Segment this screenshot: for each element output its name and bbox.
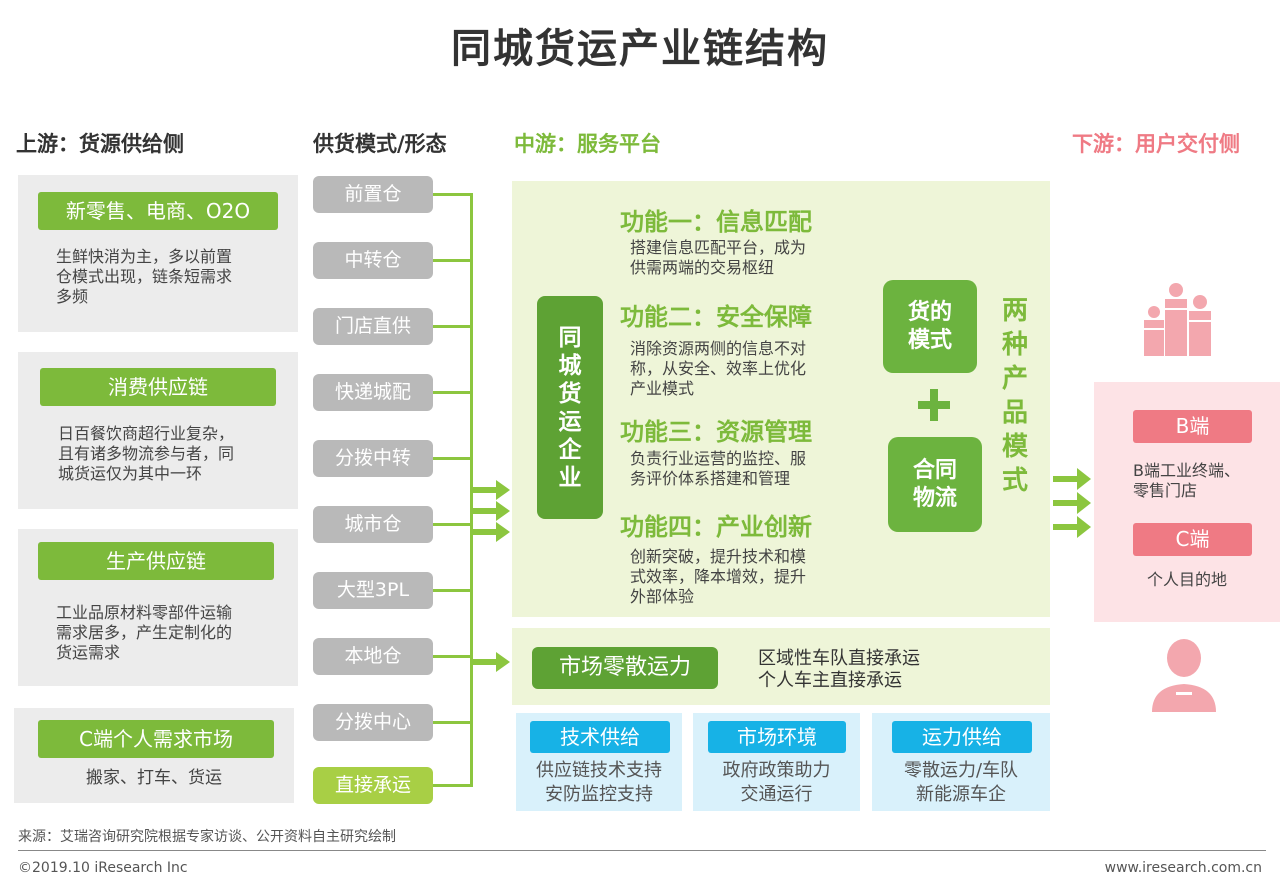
connector-vertical-line: [470, 193, 473, 787]
upstream-desc: 搬家、打车、货运: [86, 768, 222, 788]
support-box-tech: 技术供给 供应链技术支持安防监控支持: [516, 713, 682, 811]
support-box-capacity: 运力供给 零散运力/车队新能源车企: [872, 713, 1050, 811]
market-desc: 区域性车队直接承运个人车主直接承运: [758, 648, 920, 691]
midstream-header: 中游：服务平台: [514, 132, 661, 156]
market-capacity-label: 市场零散运力: [532, 647, 718, 689]
mode-item-direct: 直接承运: [313, 767, 433, 804]
upstream-label: 新零售、电商、O2O: [38, 192, 278, 230]
connector-line: [433, 589, 473, 592]
connector-line: [433, 391, 473, 394]
upstream-label: 消费供应链: [40, 368, 276, 406]
upstream-header: 上游：货源供给侧: [16, 132, 184, 156]
two-product-modes: 两种产品模式: [1001, 296, 1028, 496]
mode-item: 前置仓: [313, 176, 433, 213]
plus-icon: [918, 401, 950, 409]
connector-line: [433, 721, 473, 724]
mode-item: 大型3PL: [313, 572, 433, 609]
group-people-icon: [1144, 283, 1211, 356]
b-end-label: B端: [1133, 410, 1252, 443]
support-label: 市场环境: [708, 721, 846, 753]
function-desc: 搭建信息匹配平台，成为供需两端的交易枢纽: [630, 238, 807, 277]
connector-line: [433, 325, 473, 328]
function-desc: 负责行业运营的监控、服务评价体系搭建和管理: [630, 449, 807, 488]
support-label: 技术供给: [530, 721, 670, 753]
support-desc: 政府政策助力交通运行: [722, 760, 831, 805]
c-end-desc: 个人目的地: [1146, 570, 1227, 589]
downstream-header: 下游：用户交付侧: [1072, 132, 1240, 156]
contract-logistics-box: 合同物流: [888, 437, 982, 532]
mode-item: 快递城配: [313, 374, 433, 411]
connector-line: [433, 259, 473, 262]
support-desc: 供应链技术支持安防监控支持: [536, 760, 662, 805]
city-freight-enterprise: 同城货运企业: [537, 296, 603, 519]
upstream-panel-consumer-supply-chain: 消费供应链 日百餐饮商超行业复杂，且有诸多物流参与者，同城货运仅为其中一环: [18, 352, 298, 509]
copyright: ©2019.10 iResearch Inc: [18, 860, 188, 876]
goods-mode-box: 货的模式: [883, 280, 977, 373]
mode-item: 本地仓: [313, 638, 433, 675]
arrow-right-icon: [472, 652, 510, 672]
page-title: 同城货运产业链结构: [451, 26, 829, 72]
upstream-desc: 生鲜快消为主，多以前置仓模式出现，链条短需求多频: [56, 247, 233, 306]
function-title: 功能二：安全保障: [620, 303, 812, 331]
upstream-label: C端个人需求市场: [38, 720, 274, 758]
support-desc: 零散运力/车队新能源车企: [903, 760, 1019, 805]
upstream-label: 生产供应链: [38, 542, 274, 580]
mode-item: 分拨中心: [313, 704, 433, 741]
supply-modes-header: 供货模式/形态: [313, 132, 447, 156]
website-link[interactable]: www.iresearch.com.cn: [1104, 860, 1262, 876]
footer-divider: [18, 850, 1266, 851]
support-label: 运力供给: [892, 721, 1032, 753]
upstream-desc: 工业品原材料零部件运输需求居多，产生定制化的货运需求: [56, 603, 233, 662]
function-title: 功能四：产业创新: [620, 513, 812, 541]
mode-item: 城市仓: [313, 506, 433, 543]
connector-line: [433, 457, 473, 460]
function-desc: 创新突破，提升技术和模式效率，降本增效，提升外部体验: [630, 547, 807, 606]
connector-line: [433, 784, 473, 787]
upstream-panel-production-supply-chain: 生产供应链 工业品原材料零部件运输需求居多，产生定制化的货运需求: [18, 529, 298, 686]
arrow-right-icon: [472, 480, 510, 542]
mode-item: 门店直供: [313, 308, 433, 345]
function-title: 功能三：资源管理: [620, 418, 812, 446]
b-end-desc: B端工业终端、零售门店: [1133, 461, 1240, 500]
connector-line: [433, 655, 473, 658]
support-box-market: 市场环境 政府政策助力交通运行: [693, 713, 860, 811]
upstream-panel-new-retail: 新零售、电商、O2O 生鲜快消为主，多以前置仓模式出现，链条短需求多频: [18, 175, 298, 332]
mode-item: 中转仓: [313, 242, 433, 279]
c-end-label: C端: [1133, 523, 1252, 556]
function-desc: 消除资源两侧的信息不对称，从安全、效率上优化产业模式: [630, 339, 807, 398]
function-title: 功能一：信息匹配: [620, 208, 812, 236]
source-note: 来源：艾瑞咨询研究院根据专家访谈、公开资料自主研究绘制: [18, 829, 396, 845]
mode-item: 分拨中转: [313, 440, 433, 477]
person-icon: [1152, 639, 1216, 712]
arrow-right-icon: [1053, 468, 1091, 538]
connector-line: [433, 193, 473, 196]
connector-line: [433, 523, 473, 526]
upstream-panel-c-end-market: C端个人需求市场 搬家、打车、货运: [14, 708, 294, 803]
upstream-desc: 日百餐饮商超行业复杂，且有诸多物流参与者，同城货运仅为其中一环: [58, 424, 235, 483]
